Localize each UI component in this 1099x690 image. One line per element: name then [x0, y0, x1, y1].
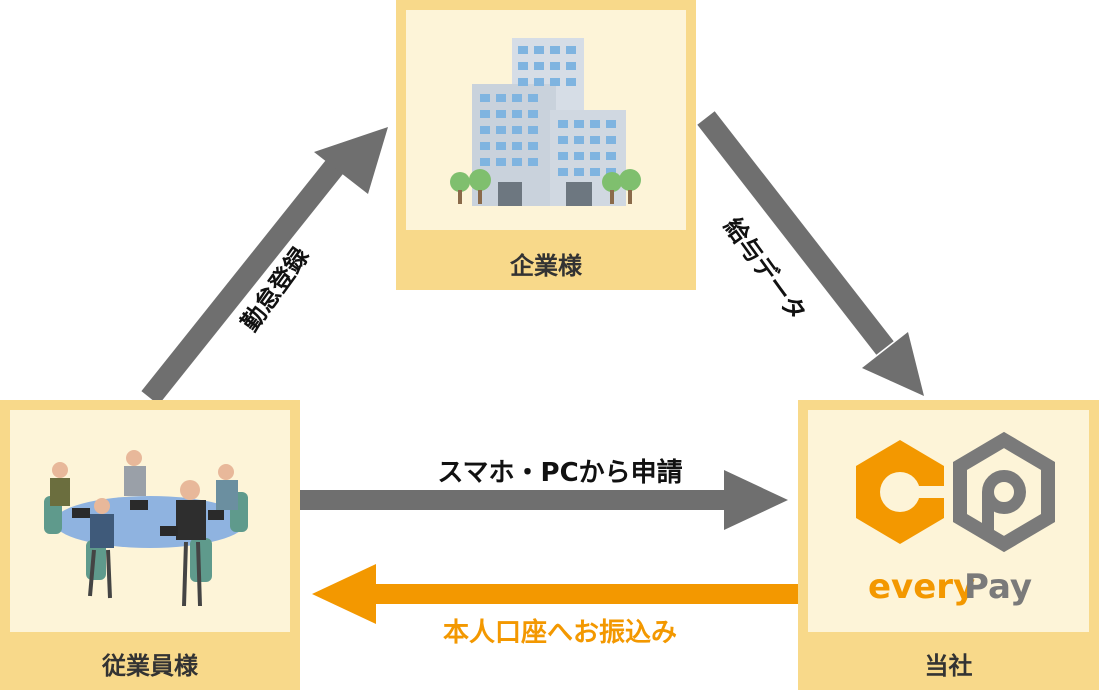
- node-employees: 従業員様: [0, 400, 300, 690]
- meeting-people-icon: [44, 450, 248, 607]
- arrow-attendance: [141, 127, 388, 405]
- our-company-label: 当社: [924, 652, 973, 680]
- employees-illustration-panel: [10, 410, 290, 632]
- everypay-logo-icon: every Pay: [856, 431, 1055, 607]
- arrow-salary: [697, 111, 924, 396]
- office-building-icon: [450, 38, 641, 206]
- logo-pay-text: Pay: [964, 567, 1032, 607]
- employees-label: 従業員様: [102, 652, 198, 680]
- node-our-company: every Pay 当社: [798, 400, 1099, 690]
- apply-label: スマホ・PCから申請: [437, 458, 683, 488]
- arrow-transfer: [312, 564, 798, 624]
- company-label: 企業様: [510, 252, 582, 280]
- node-company: 企業様: [396, 0, 696, 290]
- company-illustration-panel: [406, 10, 686, 230]
- our-company-logo-panel: every Pay: [808, 410, 1089, 632]
- arrow-apply: [300, 470, 788, 530]
- transfer-label: 本人口座へお振込み: [442, 618, 677, 648]
- logo-every-text: every: [868, 567, 975, 607]
